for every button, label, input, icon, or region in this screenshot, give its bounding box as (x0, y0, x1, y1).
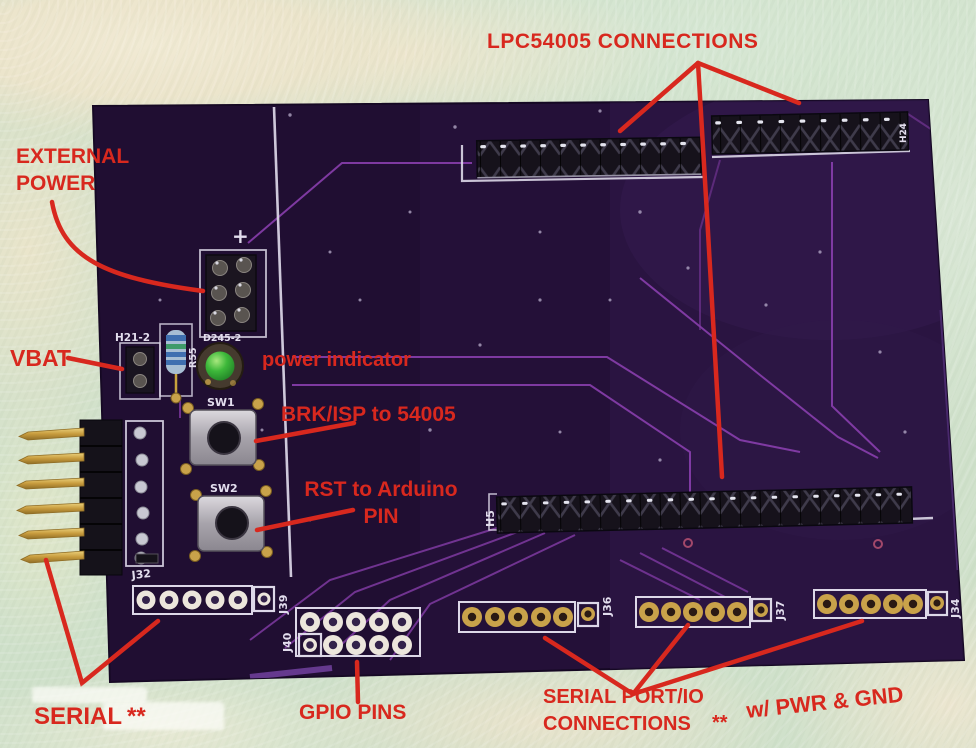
j36-connector (458, 601, 600, 633)
annotation-brk-isp: BRK/ISP to 54005 (281, 403, 456, 426)
annotation-serial-port-line1: SERIAL PORT/IO (543, 686, 704, 708)
vbat-header (125, 346, 155, 394)
lpc-arrow-right (695, 60, 802, 106)
lpc-header-left (475, 136, 703, 179)
annotation-external-power-line1: EXTERNAL (16, 145, 130, 168)
smd-part (135, 553, 159, 564)
lpc-arrow-long (695, 60, 725, 480)
annotation-gpio-pins: GPIO PINS (299, 701, 407, 724)
serial-arrow (43, 557, 161, 687)
via-ring (683, 538, 693, 548)
annotation-serial-stars: ** (127, 703, 146, 730)
serialport-arrow-a (542, 635, 636, 697)
sw2-button (189, 485, 273, 562)
power-led (196, 342, 244, 390)
via-ring (873, 539, 883, 549)
h5-header (495, 486, 914, 534)
serial-header-j32 (16, 419, 150, 576)
external-power-arrow (49, 199, 206, 294)
sw1-button (180, 398, 265, 475)
silkscreen-d2-label: D245-2 (203, 333, 241, 344)
j37-connector (635, 596, 773, 628)
j39-connector (132, 585, 276, 615)
annotation-external-power: EXTERNAL POWER (16, 143, 129, 198)
silkscreen-sw2-label: SW2 (210, 482, 238, 495)
brk-isp-arrow (253, 420, 357, 444)
annotation-lines (43, 60, 865, 705)
annotation-serial-text: SERIAL (34, 703, 123, 730)
resistor-r55 (166, 330, 186, 404)
silkscreen-r55-label: R55 (188, 347, 199, 368)
silkscreen-h24-label: H24 (899, 123, 909, 143)
serialport-arrow-b (630, 622, 691, 697)
annotation-lpc-connections: LPC54005 CONNECTIONS (487, 30, 759, 53)
serialport-arrow-c (630, 618, 865, 697)
annotation-serial-port: SERIAL PORT/IO CONNECTIONS (543, 684, 704, 738)
lpc-arrow-left (617, 60, 701, 134)
silkscreen-j34-label: J34 (949, 598, 962, 619)
annotation-rst: RST to Arduino PIN (300, 476, 462, 531)
annotation-serial-port-stars: ** (712, 712, 728, 734)
silkscreen-j36-label: J36 (601, 596, 614, 617)
lpc-header-right (710, 111, 910, 155)
j40-gpio-connector (295, 607, 421, 658)
silkscreen-j37-label: J37 (774, 601, 787, 621)
silkscreen-j39-label: J39 (277, 595, 290, 615)
pcb-board: H24 H5 + D245-2 (16, 98, 966, 684)
annotation-serial-port-line2: CONNECTIONS (543, 713, 691, 735)
silkscreen-plus: + (232, 224, 249, 248)
annotation-power-indicator: power indicator (262, 349, 411, 371)
annotation-external-power-line2: POWER (16, 172, 96, 196)
external-power-connector (205, 254, 257, 332)
annotation-rst-line1: RST to Arduino (304, 478, 458, 501)
annotation-serial: SERIAL** (34, 701, 146, 732)
silkscreen-sw1-label: SW1 (207, 396, 235, 409)
rst-arrow (254, 507, 356, 533)
silkscreen-h2-label: H21-2 (115, 332, 150, 344)
j34-connector (813, 589, 949, 619)
annotation-vbat: VBAT (10, 345, 71, 371)
silkscreen-j40-label: J40 (281, 632, 294, 653)
silkscreen-j32-label: J32 (130, 567, 152, 582)
annotation-rst-line2: PIN (363, 505, 399, 529)
gpio-arrow (354, 659, 361, 705)
whiteout-patch (103, 702, 224, 730)
whiteout-patch (32, 687, 147, 703)
silkscreen-h5-label: H5 (484, 510, 497, 527)
vbat-arrow (65, 355, 125, 372)
